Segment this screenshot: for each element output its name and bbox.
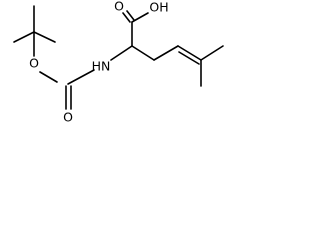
molecule-diagram: O O HN O OH bbox=[13, 0, 224, 125]
bond-tbu-methyl-right bbox=[33, 31, 56, 43]
atom-label-acid-o: O bbox=[114, 0, 124, 14]
atom-label-nh: HN bbox=[92, 59, 111, 74]
atom-label-carbamate-o: O bbox=[63, 110, 73, 125]
bond-alpha-to-ch2 bbox=[131, 45, 155, 61]
atom-label-ester-o: O bbox=[29, 56, 39, 71]
atom-label-acid-oh: OH bbox=[149, 0, 168, 15]
bond-ester-o-to-carbonyl-c bbox=[39, 71, 58, 83]
bond-acid-c-to-oh bbox=[131, 12, 149, 23]
bond-acid-co-2 bbox=[126, 10, 135, 21]
bond-vinyl-cc-2 bbox=[178, 51, 200, 65]
bond-n-to-alpha bbox=[110, 45, 133, 61]
molecule-structure: O O HN O OH bbox=[13, 0, 224, 125]
bond-tbu-methyl-left bbox=[13, 31, 35, 43]
bond-vinyl-cc-1 bbox=[177, 45, 202, 61]
bond-ch2-to-vinyl bbox=[153, 45, 179, 61]
bond-methyl-right bbox=[200, 45, 224, 61]
bond-acid-co-1 bbox=[122, 12, 131, 23]
bond-carbamate-c-to-n bbox=[67, 69, 95, 85]
